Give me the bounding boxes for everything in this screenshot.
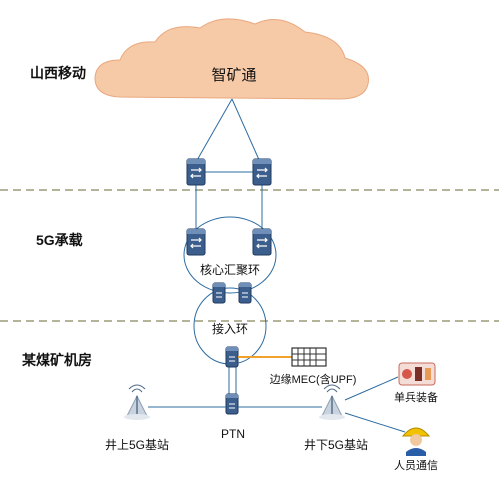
cloud-label: 智矿通 xyxy=(211,67,257,84)
core-ring xyxy=(183,216,277,294)
top-router-left xyxy=(186,158,206,186)
mec-label: 边缘MEC(含UPF) xyxy=(269,374,357,386)
underground-bs-label: 井下5G基站 xyxy=(303,438,369,452)
core-router-left xyxy=(186,228,206,256)
soldier-label: 单兵装备 xyxy=(394,392,438,404)
access-router-bottom xyxy=(225,346,239,368)
access-ring-label: 接入环 xyxy=(211,322,249,336)
personnel-label: 人员通信 xyxy=(394,460,438,472)
ptn-device-icon xyxy=(225,393,239,415)
core-ring-label: 核心汇聚环 xyxy=(199,263,261,277)
personnel-icon xyxy=(401,427,431,456)
underground-tower-icon xyxy=(318,384,346,421)
top-router-right xyxy=(252,158,272,186)
zone-label-bearer: 5G承载 xyxy=(36,232,83,248)
access-router-left xyxy=(212,282,226,304)
access-router-right xyxy=(238,282,252,304)
surface-tower-icon xyxy=(123,384,151,421)
cloud-shape xyxy=(94,18,370,100)
mec-server-icon xyxy=(291,347,327,367)
zone-label-coalmine: 某煤矿机房 xyxy=(22,352,92,368)
zone-label-shanxi: 山西移动 xyxy=(30,65,86,81)
core-router-right xyxy=(252,228,272,256)
surface-bs-label: 井上5G基站 xyxy=(104,438,170,452)
soldier-equipment-icon xyxy=(398,362,436,386)
ptn-label: PTN xyxy=(221,427,245,441)
